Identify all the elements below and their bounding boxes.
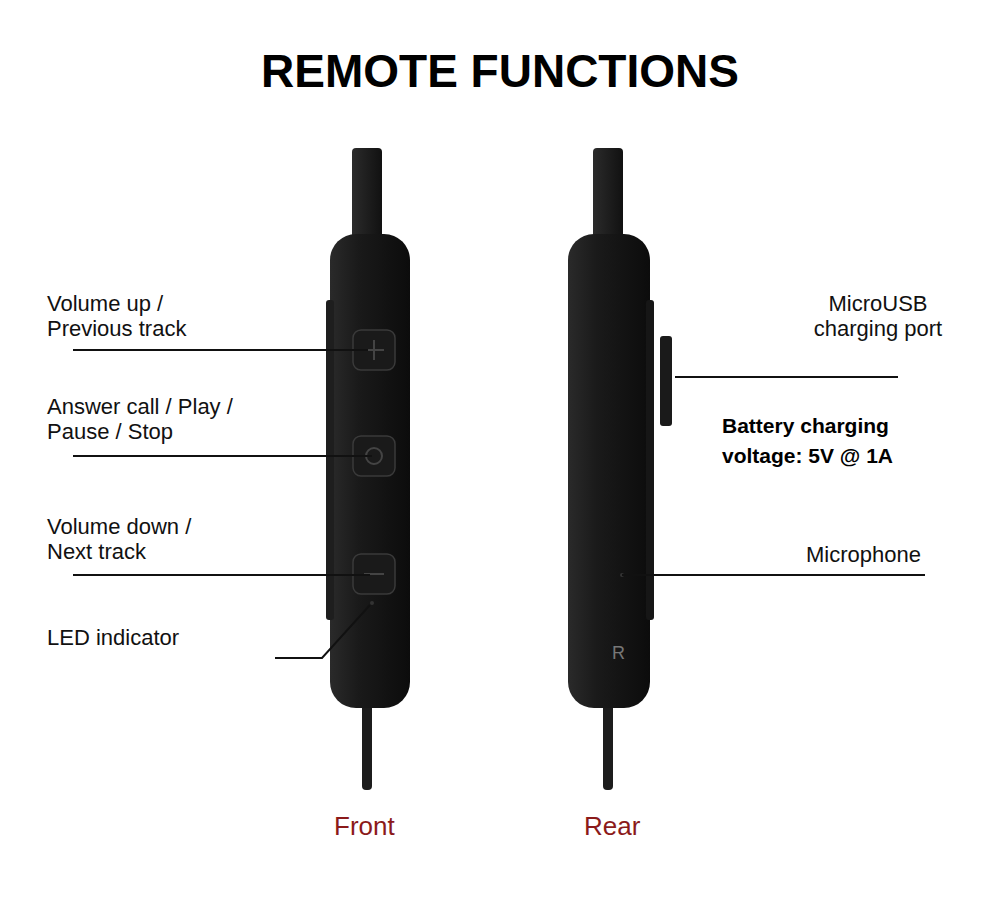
- rear-remote: [568, 148, 672, 790]
- function-label: Volume down / Next track: [47, 514, 217, 564]
- function-label: Answer call / Play / Pause / Stop: [47, 394, 262, 444]
- front-remote: [326, 148, 410, 790]
- function-label: Microphone: [806, 542, 976, 567]
- page-title: REMOTE FUNCTIONS: [0, 44, 1000, 98]
- side-mark: R: [612, 641, 642, 666]
- view-label: Rear: [584, 811, 704, 841]
- function-label: LED indicator: [47, 625, 247, 650]
- function-label: Volume up / Previous track: [47, 291, 222, 341]
- view-label: Front: [334, 811, 454, 841]
- spec-note: Battery charging voltage: 5V @ 1A: [722, 411, 947, 471]
- port-label: MicroUSB charging port: [808, 291, 948, 341]
